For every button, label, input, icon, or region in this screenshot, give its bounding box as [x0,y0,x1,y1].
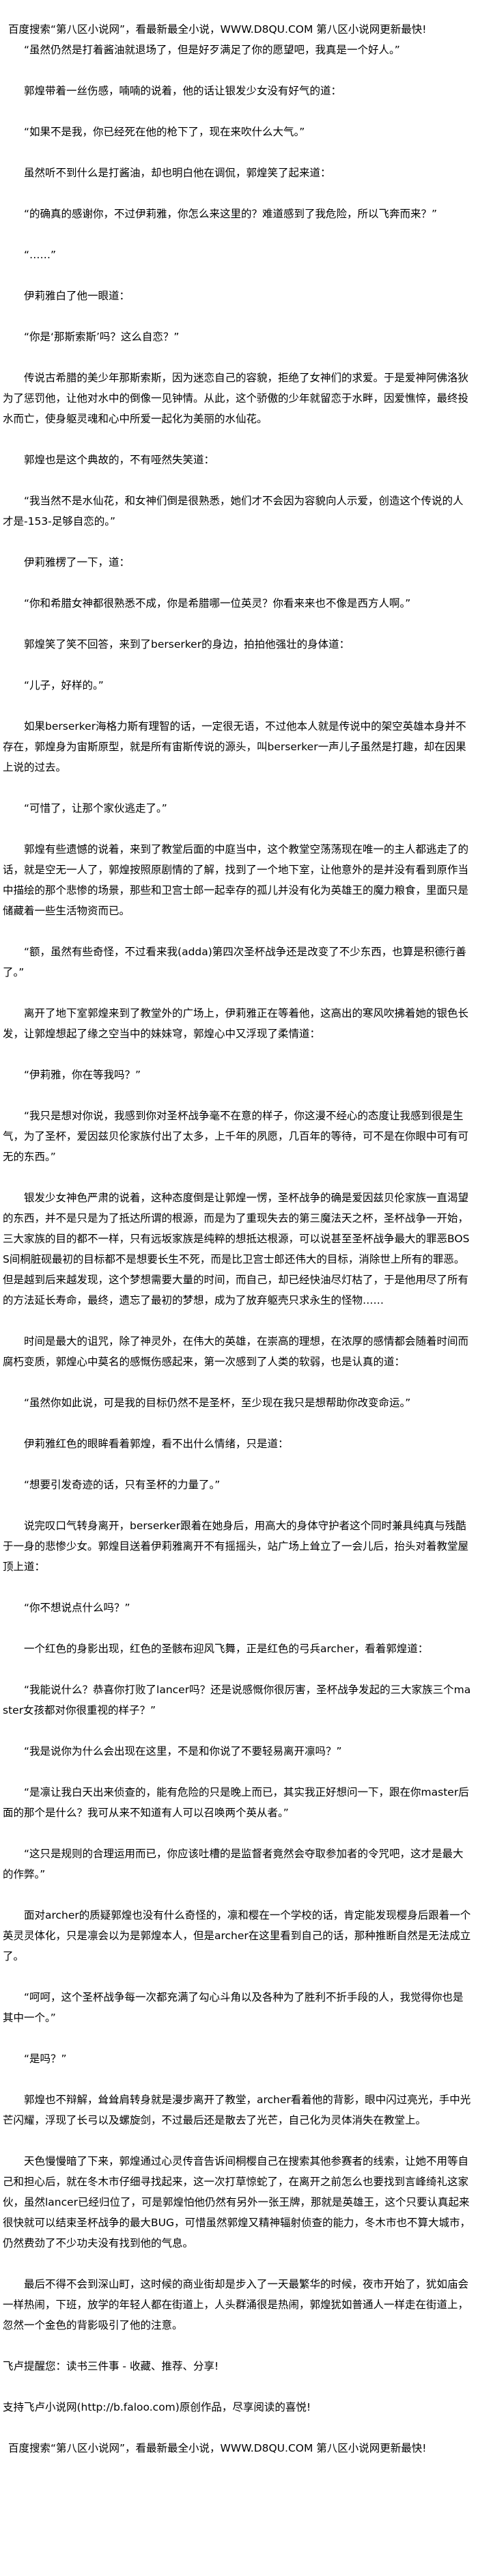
story-paragraph: 说完叹口气转身离开，berserker跟着在她身后，用高大的身体守护者这个同时兼… [3,1520,469,1573]
story-paragraph: “……” [24,249,57,261]
site-notes: 飞卢提醒您：读书三件事 - 收藏、推荐、分享! 支持飞卢小说网(http://b.… [3,2356,474,2417]
story-paragraph: “你是‘那斯索斯’吗？这么自恋？” [24,331,180,343]
story-paragraph: 郭煌也不辩解，耸耸肩转身就是漫步离开了教堂，archer看着他的背影，眼中闪过亮… [3,2094,471,2126]
site-banner-bottom: 百度搜索“第八区小说网”，看最新最全小说，WWW.D8QU.COM 第八区小说网… [8,2442,427,2454]
story-paragraph: “儿子，好样的。” [24,679,104,691]
story-paragraph: “你不想说点什么吗？” [24,1602,130,1614]
chapter-page: 百度搜索“第八区小说网”，看最新最全小说，WWW.D8QU.COM 第八区小说网… [3,23,474,2454]
story-paragraph: “是凛让我白天出来侦查的，能有危险的只是晚上而已，其实我正好想问一下，跟在你ma… [3,1786,469,1819]
story-paragraph: “我只是想对你说，我感到你对圣杯战争毫不在意的样子，你这漫不经心的态度让我感到很… [3,1110,469,1163]
story-paragraph: 时间是最大的诅咒，除了神灵外，在伟大的英雄，在崇高的理想，在浓厚的感情都会随着时… [3,1335,469,1368]
story-paragraph: “我当然不是水仙花，和女神们倒是很熟悉，她们才不会因为容貌向人示爱，创造这个传说… [3,495,464,527]
story-paragraph: 伊莉雅红色的眼眸看着郭煌，看不出什么情绪，只是道： [24,1438,289,1450]
story-paragraph: “虽然仍然是打着酱油就退场了，但是好歹满足了你的愿望吧，我真是一个好人。” [24,44,400,56]
story-paragraph: 郭煌有些遗憾的说着，来到了教堂后面的中庭当中，这个教堂空荡荡现在唯一的主人都逃走… [3,843,469,917]
story-paragraph: 离开了地下室郭煌来到了教堂外的广场上，伊莉雅正在等着他，这高出的寒风吹拂着她的银… [3,1007,469,1040]
story-paragraph: “我是说你为什么会出现在这里，不是和你说了不要轻易离开凛吗？” [24,1745,342,1757]
story-paragraph: “这只是规则的合理运用而已，你应该吐槽的是监督者竟然会夺取参加者的令咒吧，这才是… [3,1848,464,1880]
story-paragraph: 一个红色的身影出现，红色的圣骸布迎风飞舞，正是红色的弓兵archer，看着郭煌道… [24,1643,429,1655]
story-paragraph: “额，虽然有些奇怪，不过看来我(adda)第四次圣杯战争还是改变了不少东西，也算… [3,946,466,978]
story-paragraph: 天色慢慢暗了下来，郭煌通过心灵传音告诉间桐樱自己在搜索其他参赛者的线索，让她不用… [3,2155,470,2249]
story-paragraph: “伊莉雅，你在等我吗？” [24,1069,141,1081]
story-paragraph: “我能说什么？恭喜你打败了lancer吗？还是说感慨你很厉害，圣杯战争发起的三大… [3,1684,471,1716]
story-paragraph: 伊莉雅楞了一下，道： [24,556,130,568]
site-note: 支持飞卢小说网(http://b.faloo.com)原创作品，尽享阅读的喜悦! [3,2401,311,2413]
story-paragraph: “虽然你如此说，可是我的目标仍然不是圣杯，至少现在我只是想帮助你改变命运。” [24,1397,411,1409]
story-paragraph: 如果berserker海格力斯有理智的话，一定很无语，不过他本人就是传说中的架空… [3,720,466,773]
story-paragraph: “是吗？” [24,2053,67,2065]
story-paragraph: 郭煌笑了笑不回答，来到了berserker的身边，拍拍他强壮的身体道： [24,638,350,650]
story-paragraph: 最后不得不会到深山町，这时候的商业街却是步入了一天最繁华的时候，夜市开始了，犹如… [3,2278,469,2331]
story-paragraph: 银发少女神色严肃的说着，这种态度倒是让郭煌一愣，圣杯战争的确是爱因兹贝伦家族一直… [3,1192,470,1306]
story-paragraph: “如果不是我，你已经死在他的枪下了，现在来吹什么大气。” [24,126,305,138]
story-paragraph: 传说古希腊的美少年那斯索斯，因为迷恋自己的容貌，拒绝了女神们的求爱。于是爱神阿佛… [3,372,469,425]
site-note: 飞卢提醒您：读书三件事 - 收藏、推荐、分享! [3,2360,219,2372]
story-paragraph: “你和希腊女神都很熟悉不成，你是希腊哪一位英灵？你看来来也不像是西方人啊。” [24,597,411,609]
site-banner-top: 百度搜索“第八区小说网”，看最新最全小说，WWW.D8QU.COM 第八区小说网… [8,23,427,36]
story-paragraph: “的确真的感谢你，不过伊莉雅，你怎么来这里的？难道感到了我危险，所以飞奔而来？” [24,208,438,220]
story-paragraph: “可惜了，让那个家伙逃走了。” [24,802,167,814]
story-paragraph: 郭煌带着一丝伤感，喃喃的说着，他的话让银发少女没有好气的道： [24,85,342,97]
story-paragraph: 郭煌也是这个典故的，不有哑然失笑道： [24,454,215,466]
story-paragraph: “想要引发奇迹的话，只有圣杯的力量了。” [24,1479,221,1491]
story-paragraph: “呵呵，这个圣杯战争每一次都充满了勾心斗角以及各种为了胜利不折手段的人，我觉得你… [3,1991,464,2024]
story-paragraph: 虽然听不到什么是打酱油，却也明白他在调侃，郭煌笑了起来道： [24,167,331,179]
story-paragraph: 面对archer的质疑郭煌也没有什么奇怪的，凛和樱在一个学校的话，肯定能发现樱身… [3,1909,471,1962]
chapter-body: “虽然仍然是打着酱油就退场了，但是好歹满足了你的愿望吧，我真是一个好人。” 郭煌带… [3,40,474,2335]
story-paragraph: 伊莉雅白了他一眼道： [24,290,130,302]
